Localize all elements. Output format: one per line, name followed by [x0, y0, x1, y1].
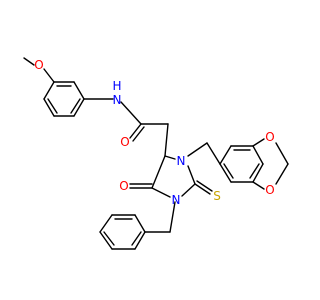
dioxole-oxygen-lower-label: O: [265, 183, 274, 197]
carbonyl-oxygen-label: O: [119, 179, 128, 193]
amide-nitrogen-label: N: [113, 93, 122, 107]
dioxole-ring: [252, 138, 289, 190]
imidazolidine-ring: [151, 155, 196, 198]
amide-oxygen-label: O: [120, 135, 129, 149]
ring-nitrogen-bottom-label: N: [172, 193, 181, 207]
molecule-structure: O N H O N N O S O O: [23, 57, 289, 250]
thione-bond: [194, 183, 211, 195]
methyl-bond: [23, 57, 35, 66]
thione-bond-2: [196, 180, 213, 192]
thione-sulfur-label: S: [213, 189, 221, 203]
methoxyphenyl-ring: [43, 81, 85, 117]
amide-hydrogen-label: H: [112, 79, 121, 93]
benzyl-ch2-bond: [169, 201, 176, 233]
amide-linker: [83, 98, 169, 157]
methoxy-bond: [43, 68, 55, 83]
benzodioxole-ring: [219, 145, 264, 183]
ring-nitrogen-top-label: N: [177, 154, 186, 168]
methoxy-oxygen-label: O: [34, 58, 43, 72]
benzyl-ring: [99, 214, 146, 250]
piperonyl-ch2-bond: [187, 142, 208, 157]
dioxole-oxygen-upper-label: O: [265, 130, 274, 144]
piperonyl-link-bond: [206, 142, 221, 165]
